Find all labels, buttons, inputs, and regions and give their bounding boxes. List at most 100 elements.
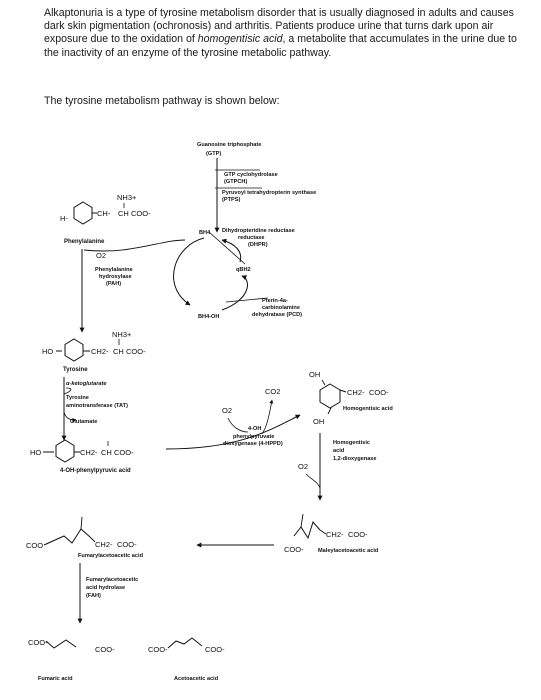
bh4-label: BH4 xyxy=(199,230,211,236)
maa-ch2: CH2- xyxy=(326,530,344,539)
maa-side xyxy=(319,529,327,535)
aca-coo-right: COO- xyxy=(205,645,225,654)
hppa-benzene-ring xyxy=(55,439,75,463)
hppa-ch2: CH2- xyxy=(80,448,98,457)
fum-name: Fumaric acid xyxy=(38,676,73,682)
tyr-coo: COO- xyxy=(126,347,146,356)
dhpr-sub: reductase xyxy=(238,235,264,241)
pah-cofactor-link xyxy=(83,239,186,252)
pah-label-1: Phenylalanine xyxy=(95,267,133,273)
aca-name: Acetoacetic acid xyxy=(174,676,219,682)
hppa-name: 4-OH-phenylpyruvic acid xyxy=(60,468,131,474)
gtp-label: Guanosine triphosphate xyxy=(197,142,261,148)
qbh2-label: qBH2 xyxy=(236,267,251,273)
phe-benzene-ring xyxy=(73,201,93,225)
fah-label-3: (FAH) xyxy=(86,593,101,599)
aca-coo-left: COO- xyxy=(148,645,168,654)
bh4-to-bh4oh-arc xyxy=(173,237,205,306)
ptps-label: Pyruvoyl tetrahydropterin synthase xyxy=(222,190,316,196)
hgd-o2-curve xyxy=(305,473,321,489)
tyr-ch: CH xyxy=(113,347,124,356)
hppd-co2-curve xyxy=(261,399,274,435)
bh4oh-label: BH4-OH xyxy=(198,314,219,320)
maa-name: Maleylacetoacetic acid xyxy=(318,548,379,554)
phe-ch: CH xyxy=(118,209,129,218)
diagram-lead-text: The tyrosine metabolism pathway is shown… xyxy=(44,95,280,107)
tat-label-2: aminotransferase (TAT) xyxy=(66,403,128,409)
tyr-benzene-ring xyxy=(64,338,84,362)
intro-paragraph: Alkaptonuria is a type of tyrosine metab… xyxy=(44,7,522,60)
hgd-label-1: Homogentisic xyxy=(333,440,370,446)
hppa-coo: COO- xyxy=(114,448,134,457)
hga-ch2: CH2- xyxy=(347,388,365,397)
dhpr-abbr: (DHPR) xyxy=(248,242,268,248)
pcd-tick xyxy=(225,297,269,303)
hga-oh-bottom: OH xyxy=(313,417,324,426)
phenylalanine-structure: H- CH- CH COO- NH3+ Phenylalanine xyxy=(60,193,151,245)
pah-o2: O2 xyxy=(96,251,106,260)
pah-step: O2 Phenylalanine hydroxylase (PAH) xyxy=(79,239,186,333)
hga-oh-bottom-bond xyxy=(327,407,332,415)
ptps-abbr: (PTPS) xyxy=(222,197,240,203)
homogentisic-acid-structure: OH OH CH2- COO- Homogentisic acid xyxy=(309,370,393,426)
phe-nh: NH3+ xyxy=(117,193,137,202)
tat-label-1: Tyrosine xyxy=(66,395,89,401)
hppd-label-2: phenylpyruvate xyxy=(233,434,274,440)
phe-name: Phenylalanine xyxy=(64,239,105,245)
tyr-nh: NH3+ xyxy=(112,330,132,339)
phe-ch2: CH- xyxy=(97,209,111,218)
tat-step: α-ketoglutarate Tyrosine aminotransferas… xyxy=(61,377,128,441)
maleylacetoacetic-acid-structure: CH2- COO- COO- Maleylacetoacetic acid xyxy=(284,513,379,554)
dhpr-label: Dihydropteridine reductase xyxy=(222,228,295,234)
fum-coo-right: COO- xyxy=(95,645,115,654)
faa-side xyxy=(89,536,96,543)
hppd-step: O2 CO2 4-OH phenylpyruvate dioxygenase (… xyxy=(165,387,301,450)
acetoacetic-acid-structure: COO- COO- Acetoacetic acid xyxy=(148,637,225,682)
intro-text-1: Alkaptonuria is a type of tyrosine metab… xyxy=(44,7,514,46)
hppd-label-1: 4-OH xyxy=(248,426,261,432)
hga-benzene-ring xyxy=(319,383,341,409)
hga-side-bond xyxy=(339,389,347,393)
fah-step: Fumarylacetoacetic acid hydrolase (FAH) xyxy=(77,563,138,624)
tyr-name: Tyrosine xyxy=(63,367,88,373)
hga-name: Homogentisic acid xyxy=(343,406,393,412)
hgd-label-3: 1,2-dioxygenase xyxy=(333,456,377,462)
faa-chain xyxy=(43,528,91,546)
hgd-label-2: acid xyxy=(333,448,345,454)
pcd-label-3: dehydratase (PCD) xyxy=(252,312,302,318)
fumarylacetoacetic-acid-structure: COO CH2- COO- Fumarylacetoacetic acid xyxy=(26,516,144,559)
akg-in-curve xyxy=(63,387,72,395)
fum-chain xyxy=(45,639,77,649)
glu-out-curve xyxy=(63,411,77,422)
hga-coo: COO- xyxy=(369,388,389,397)
faa-branch xyxy=(80,516,83,530)
tyr-ho: HO xyxy=(42,347,53,356)
tyr-ch2: CH2- xyxy=(91,347,109,356)
gtpch-label: GTP cyclohydrolase xyxy=(224,172,278,178)
fumaric-acid-structure: COO- COO- Fumaric acid xyxy=(28,638,115,682)
pah-label-3: (PAH) xyxy=(106,281,121,287)
intro-emphasis-homogentisic: homogentisic acid xyxy=(197,33,283,46)
fah-label-1: Fumarylacetoacetic xyxy=(86,577,138,583)
hppa-structure: HO CH2- CH COO- 4-OH-phenylpyruvic acid xyxy=(30,439,134,474)
maa-coo-right: COO- xyxy=(348,530,368,539)
bh4oh-to-qbh2-arc xyxy=(221,275,248,311)
pcd-label-2: carbinolamine xyxy=(262,305,300,311)
hgd-o2: O2 xyxy=(298,462,308,471)
hga-oh-top-bond xyxy=(321,379,326,386)
tat-akg: α-ketoglutarate xyxy=(66,381,106,387)
dhpr-tick xyxy=(208,231,246,265)
hppa-to-hga-arrow xyxy=(165,414,301,450)
phe-coo: COO- xyxy=(131,209,151,218)
maa-chain xyxy=(293,520,321,540)
hga-oh-top: OH xyxy=(309,370,320,379)
gtp-abbr: (GTP) xyxy=(206,151,221,157)
hppd-o2: O2 xyxy=(222,406,232,415)
faa-coo-right: COO- xyxy=(117,540,137,549)
fum-coo-left: COO- xyxy=(28,638,48,647)
faa-ch2: CH2- xyxy=(95,540,113,549)
pcd-label-1: Pterin-4a- xyxy=(262,298,288,304)
hppd-o2-curve xyxy=(227,417,249,433)
aca-chain xyxy=(167,637,203,649)
